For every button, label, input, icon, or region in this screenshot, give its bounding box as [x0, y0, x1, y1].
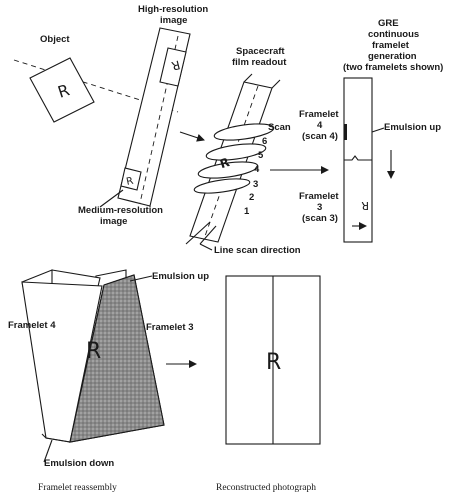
scan-loop-3: [193, 178, 251, 194]
framelet3-label-line1: Framelet: [299, 191, 339, 202]
high-res-label-line2: image: [160, 15, 187, 26]
high-res-frame: [159, 47, 187, 87]
framelet-reassembly-caption: Framelet reassembly: [38, 483, 117, 493]
scan-number-1: 1: [244, 206, 250, 217]
emulsion-up-top-label: Emulsion up: [384, 122, 441, 133]
gre-label-line1: GRE: [378, 18, 399, 29]
framelet4-label-line3: (scan 4): [302, 131, 338, 142]
scan-label: Scan: [268, 122, 291, 133]
object-label: Object: [40, 34, 70, 45]
medium-res-letter-glyph: R: [125, 176, 134, 188]
gre-label-line4: generation: [368, 51, 417, 62]
spacecraft-label-line1: Spacecraft: [236, 46, 285, 57]
gre-framelet3-letter-glyph: R: [361, 199, 369, 212]
line-scan-pointer-c: [199, 243, 213, 251]
gre-label-line3: framelet: [372, 40, 410, 51]
scan-number-3: 3: [253, 179, 258, 190]
gre-framelet4-marker: [344, 124, 347, 140]
emulsion-up-top-pointer: [371, 127, 385, 133]
framelet-4-label: Framelet 4: [8, 320, 56, 331]
reconstructed-photograph-caption: Reconstructed photograph: [216, 483, 316, 493]
scan-loop-4: [197, 161, 259, 179]
object-group: Object R: [13, 34, 179, 123]
gre-framelet-boundary: [344, 155, 372, 161]
framelet3-label-line3: (scan 3): [302, 213, 338, 224]
emulsion-up-bottom-pointer: [129, 275, 153, 282]
film-image-strip: High-resolution image R R Medium-resolut…: [78, 4, 208, 227]
medium-res-pointer: [99, 189, 124, 208]
framelet-reassembly-group: R Emulsion up Framelet 4 Framelet 3 Emul…: [8, 269, 209, 493]
reconstructed-letter-glyph: R: [266, 350, 281, 375]
scan-number-4: 4: [254, 164, 260, 175]
strip-to-readout-arrow: [179, 131, 205, 142]
emulsion-up-bottom-label: Emulsion up: [152, 271, 209, 282]
framelet4-label-line1: Framelet: [299, 109, 339, 120]
medium-res-label-line1: Medium-resolution: [78, 205, 163, 216]
scan-number-5: 5: [258, 150, 264, 161]
framelet-3-label: Framelet 3: [146, 322, 194, 333]
reconstructed-photo-group: R Reconstructed photograph: [216, 275, 321, 493]
gre-label-line5: (two framelets shown): [343, 62, 443, 73]
readout-strip-torn-edge: [243, 73, 281, 89]
line-scan-direction-label: Line scan direction: [214, 245, 301, 256]
scan-loop-5: [205, 143, 267, 161]
optical-axis-line: [13, 59, 179, 113]
spacecraft-label-line2: film readout: [232, 57, 287, 68]
high-res-letter-glyph: R: [170, 58, 181, 74]
framelet4-label-line2: 4: [317, 120, 323, 131]
medium-res-label-line2: image: [100, 216, 127, 227]
reassembly-letter-glyph: R: [86, 339, 101, 364]
framelet3-label-line2: 3: [317, 202, 322, 213]
emulsion-down-label: Emulsion down: [44, 458, 114, 469]
framelet3-front: [69, 274, 165, 443]
scan-number-2: 2: [249, 192, 254, 203]
scan-number-6: 6: [262, 136, 267, 147]
gre-label-line2: continuous: [368, 29, 419, 40]
reassembly-bottom-edge: [45, 437, 71, 443]
gre-framelet-group: GRE continuous framelet generation (two …: [299, 18, 443, 243]
readout-film-strip: [189, 81, 273, 243]
object-square: [29, 57, 95, 123]
medium-res-frame: [120, 167, 142, 191]
line-scan-pointer-a: [185, 221, 211, 245]
scan-loop-6: [213, 123, 275, 141]
spacecraft-readout-group: Spacecraft film readout R Scan 6 5 4 3 2…: [185, 46, 301, 256]
line-scan-pointer-b: [199, 225, 217, 245]
readout-letter-glyph: R: [218, 155, 231, 171]
reassembly-bottom-lip: [41, 433, 47, 439]
emulsion-down-pointer: [43, 439, 53, 463]
high-res-label-line1: High-resolution: [138, 4, 208, 15]
